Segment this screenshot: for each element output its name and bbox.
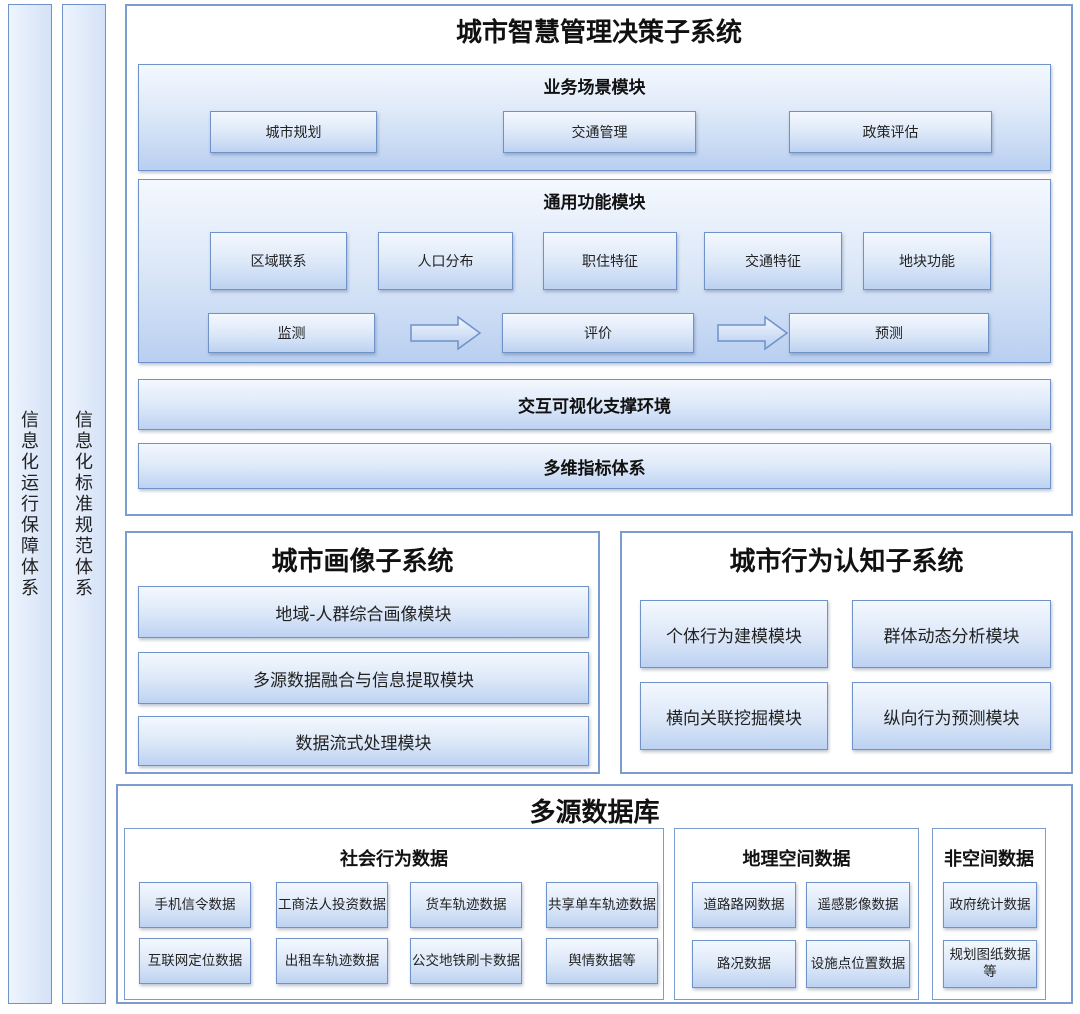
flow-arrow-2: [717, 315, 789, 351]
behavior-module-group-dynamics: 群体动态分析模块: [852, 600, 1051, 668]
vertical-char: 规: [75, 514, 93, 536]
flow-arrow-1: [410, 315, 482, 351]
info-operation-support-panel: 信息化运行保障体系: [8, 4, 52, 1004]
vertical-char: 保: [21, 514, 39, 536]
non-spatial-title: 非空间数据: [944, 849, 1034, 870]
vertical-char: 行: [21, 493, 39, 515]
vertical-char: 化: [21, 451, 39, 473]
portrait-module-stream-processing: 数据流式处理模块: [138, 716, 589, 766]
geo-spatial-title: 地理空间数据: [742, 849, 851, 870]
business-item-policy-evaluation: 政策评估: [789, 111, 992, 153]
geo-item-road-network: 道路路网数据: [692, 882, 796, 928]
social-item-taxi-trajectory: 出租车轨迹数据: [276, 938, 388, 984]
multi-indicator-band: 多维指标体系: [138, 443, 1051, 489]
vertical-char: 准: [75, 493, 93, 515]
non-spatial-item-gov-statistics: 政府统计数据: [943, 882, 1037, 928]
geo-item-traffic-condition: 路况数据: [692, 940, 796, 988]
function-item-land-use: 地块功能: [863, 232, 991, 290]
function-item-job-housing: 职住特征: [543, 232, 677, 290]
vertical-char: 障: [21, 535, 39, 557]
geo-item-facility-location: 设施点位置数据: [806, 940, 910, 988]
vertical-char: 范: [75, 535, 93, 557]
vertical-char: 运: [21, 472, 39, 494]
vertical-char: 系: [75, 577, 93, 599]
social-item-internet-location: 互联网定位数据: [139, 938, 251, 984]
vertical-char: 息: [75, 430, 93, 452]
function-item-population: 人口分布: [378, 232, 513, 290]
database-title: 多源数据库: [529, 798, 660, 828]
vertical-char: 体: [21, 556, 39, 578]
portrait-module-data-fusion: 多源数据融合与信息提取模块: [138, 652, 589, 704]
social-item-business-investment: 工商法人投资数据: [276, 882, 388, 928]
function-item-regional-link: 区域联系: [210, 232, 347, 290]
vertical-char: 信: [75, 409, 93, 431]
portrait-subsystem-title: 城市画像子系统: [271, 547, 454, 577]
business-scenario-title: 业务场景模块: [543, 78, 646, 98]
business-item-traffic-management: 交通管理: [503, 111, 696, 153]
social-item-truck-trajectory: 货车轨迹数据: [410, 882, 522, 928]
vertical-char: 信: [21, 409, 39, 431]
vertical-char: 体: [75, 556, 93, 578]
interaction-visualization-band: 交互可视化支撑环境: [138, 379, 1051, 430]
vertical-char: 系: [21, 577, 39, 599]
vertical-char: 化: [75, 451, 93, 473]
flow-item-predict: 预测: [789, 313, 989, 353]
info-standard-spec-panel: 信息化标准规范体系: [62, 4, 106, 1004]
social-item-bike-trajectory: 共享单车轨迹数据: [546, 882, 658, 928]
function-item-traffic-feature: 交通特征: [704, 232, 842, 290]
business-item-urban-planning: 城市规划: [210, 111, 377, 153]
info-operation-support-label: 信息化运行保障体系: [21, 410, 39, 599]
portrait-module-region-crowd: 地域-人群综合画像模块: [138, 586, 589, 638]
behavior-subsystem-title: 城市行为认知子系统: [729, 547, 964, 577]
general-function-title: 通用功能模块: [543, 193, 646, 213]
vertical-char: 息: [21, 430, 39, 452]
geo-item-remote-sensing: 遥感影像数据: [806, 882, 910, 928]
social-behavior-title: 社会行为数据: [340, 849, 448, 870]
social-item-public-opinion: 舆情数据等: [546, 938, 658, 984]
behavior-module-vertical-prediction: 纵向行为预测模块: [852, 682, 1051, 750]
social-item-mobile-signal: 手机信令数据: [139, 882, 251, 928]
vertical-char: 标: [75, 472, 93, 494]
decision-subsystem-title: 城市智慧管理决策子系统: [455, 18, 742, 48]
non-spatial-item-planning-drawings: 规划图纸数据等: [943, 940, 1037, 988]
behavior-module-individual: 个体行为建模模块: [640, 600, 828, 668]
flow-item-monitor: 监测: [208, 313, 375, 353]
social-item-transit-card: 公交地铁刷卡数据: [410, 938, 522, 984]
info-standard-spec-label: 信息化标准规范体系: [75, 410, 93, 599]
behavior-module-horizontal-mining: 横向关联挖掘模块: [640, 682, 828, 750]
flow-item-evaluate: 评价: [502, 313, 694, 353]
